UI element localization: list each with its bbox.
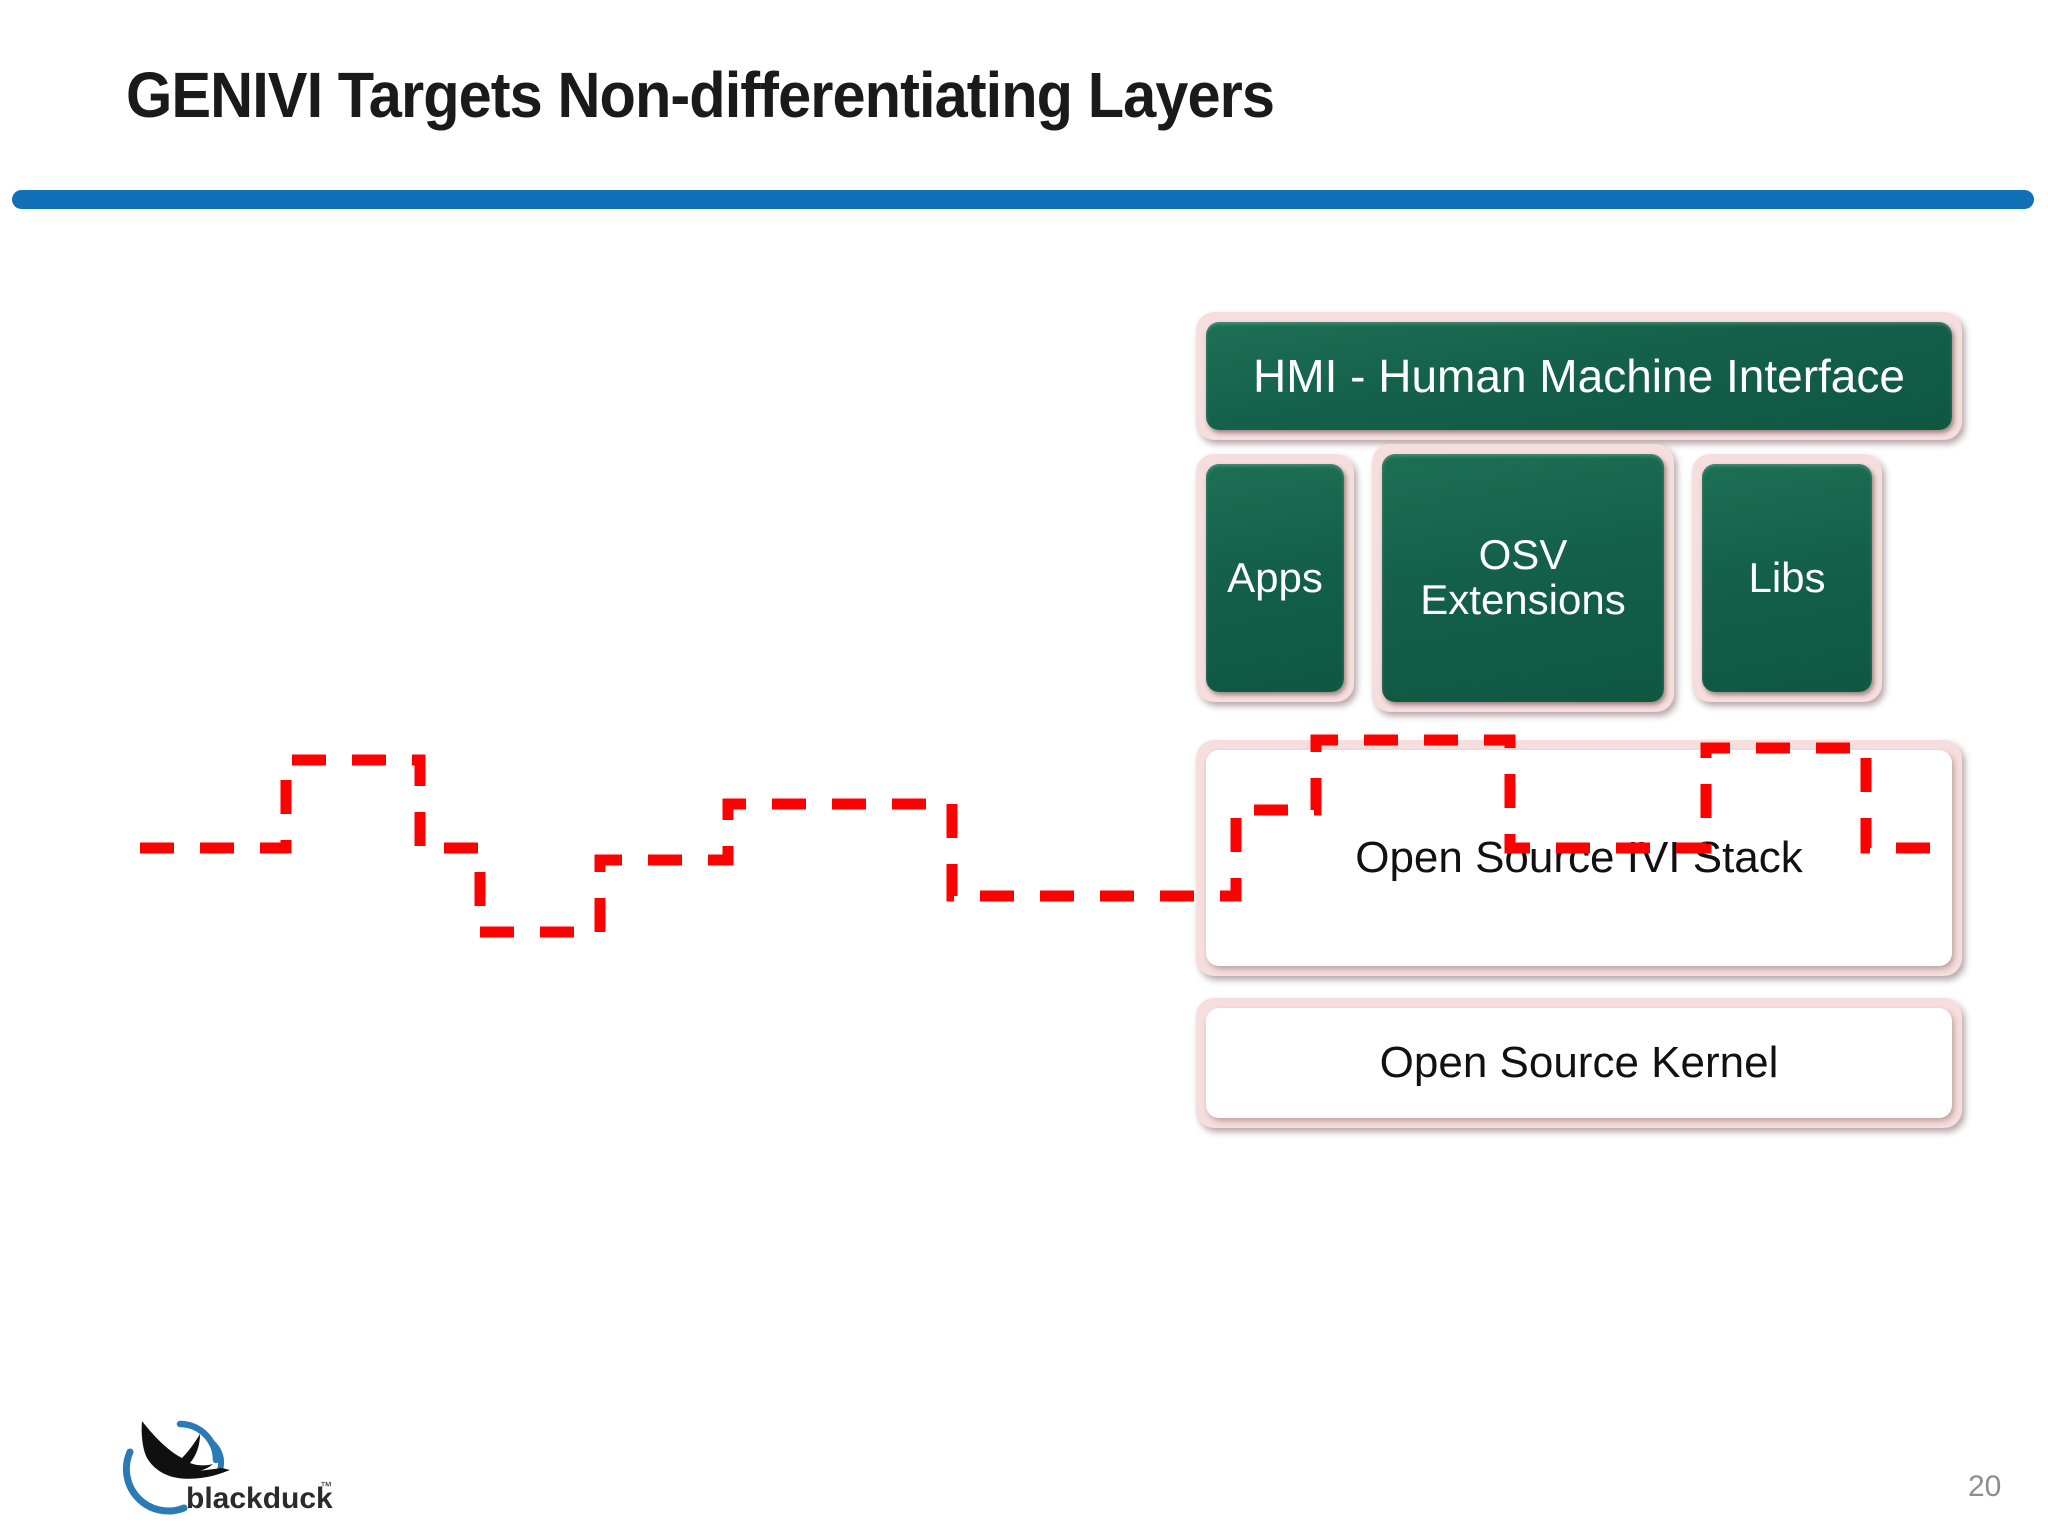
logo-swoosh-top-icon — [176, 1420, 220, 1464]
stack-layer-hmi-label: HMI - Human Machine Interface — [1206, 322, 1952, 430]
stack-layer-osv-extensions[interactable]: OSV Extensions — [1372, 444, 1674, 712]
stack-layer-libs-label: Libs — [1702, 464, 1872, 692]
blackduck-logo: blackduck ™ — [122, 1420, 333, 1515]
logo-wordmark: blackduck — [186, 1482, 333, 1515]
stack-layer-open-source-ivi-stack[interactable]: Open Source IVI Stack — [1196, 740, 1962, 976]
stack-layer-open-source-kernel-label: Open Source Kernel — [1206, 1008, 1952, 1118]
stack-layer-apps-label: Apps — [1206, 464, 1344, 692]
stack-layer-open-source-kernel[interactable]: Open Source Kernel — [1196, 998, 1962, 1128]
title-divider-rule — [12, 190, 2034, 209]
logo-duck-icon — [141, 1421, 230, 1479]
logo-swoosh-left-icon — [122, 1448, 188, 1515]
stack-layer-open-source-ivi-stack-label: Open Source IVI Stack — [1206, 750, 1952, 966]
logo-trademark-symbol: ™ — [320, 1479, 332, 1493]
page-title: GENIVI Targets Non-differentiating Layer… — [126, 59, 1275, 131]
stack-layer-hmi[interactable]: HMI - Human Machine Interface — [1196, 312, 1962, 440]
ivi-stack-diagram: HMI - Human Machine Interface Apps OSV E… — [1196, 312, 1962, 1302]
stack-layer-osv-extensions-label: OSV Extensions — [1382, 454, 1664, 702]
stack-layer-apps[interactable]: Apps — [1196, 454, 1354, 702]
page-number: 20 — [1968, 1470, 2002, 1503]
stack-layer-libs[interactable]: Libs — [1692, 454, 1882, 702]
logo-swoosh-right-icon — [208, 1439, 225, 1473]
